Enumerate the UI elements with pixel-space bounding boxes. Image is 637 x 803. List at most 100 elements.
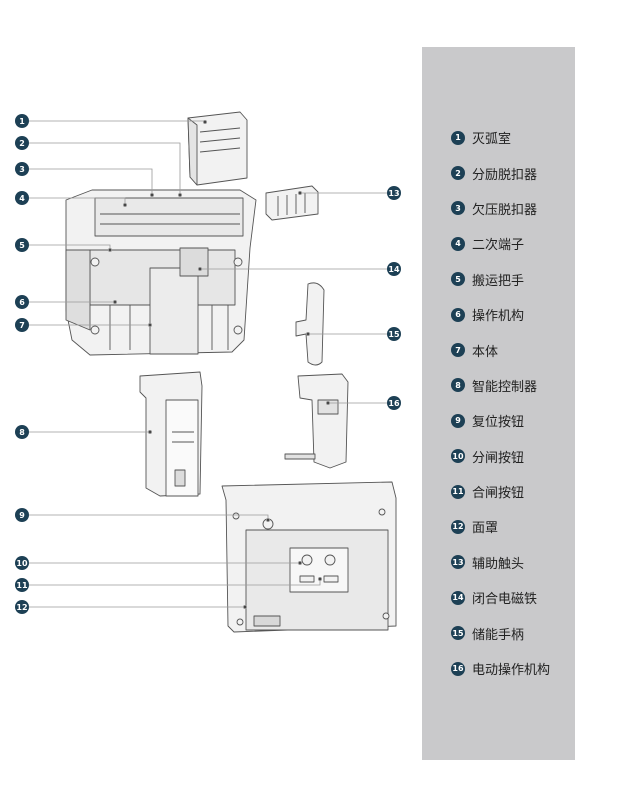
legend-label: 辅助触头 — [472, 556, 525, 572]
legend-number-badge: 8 — [451, 378, 465, 393]
callout-number: 16 — [388, 399, 400, 408]
callout-badge: 1 — [15, 114, 29, 128]
callout-badge-circle — [15, 114, 29, 128]
legend-item: 2 分励脱扣器 — [451, 155, 550, 190]
legend-label: 面罩 — [472, 521, 499, 537]
callout-badge-circle — [15, 508, 29, 522]
legend-item: 13 辅助触头 — [451, 545, 550, 580]
legend-number-badge: 16 — [451, 661, 465, 676]
callout-badge-circle — [15, 318, 29, 332]
legend-number-badge: 13 — [451, 555, 465, 570]
legend-item: 8 智能控制器 — [451, 368, 550, 403]
legend-item: 7 本体 — [451, 332, 550, 367]
callout-number: 5 — [19, 241, 25, 250]
legend-label: 欠压脱扣器 — [472, 202, 538, 218]
legend-label: 本体 — [472, 344, 499, 360]
legend-number-badge: 11 — [451, 484, 465, 499]
callout-badge: 12 — [15, 600, 29, 614]
leader-dot — [202, 120, 207, 125]
callout-badge: 13 — [387, 186, 401, 200]
callout-number: 2 — [19, 139, 25, 148]
callout-number: 9 — [19, 511, 25, 520]
callout-number: 3 — [19, 165, 25, 174]
callout-badge: 15 — [387, 327, 401, 341]
legend-item: 12 面罩 — [451, 509, 550, 544]
legend-item: 3 欠压脱扣器 — [451, 191, 550, 226]
legend-label: 搬运把手 — [472, 273, 525, 289]
callout-badge: 3 — [15, 162, 29, 176]
arc-chute-drawing — [187, 111, 248, 186]
leader-line — [22, 120, 206, 122]
legend-label: 分闸按钮 — [472, 450, 525, 466]
legend-number-badge: 12 — [451, 519, 465, 534]
callout-number: 4 — [19, 194, 25, 203]
leader-dot — [265, 518, 270, 523]
callout-badge: 8 — [15, 425, 29, 439]
callout-badge: 5 — [15, 238, 29, 252]
callout-badge-circle — [15, 295, 29, 309]
legend-number-badge: 15 — [451, 626, 465, 641]
breaker-body-drawing — [65, 189, 257, 356]
leader-line — [22, 142, 181, 195]
callout-number: 6 — [19, 298, 25, 307]
legend-item: 5 搬运把手 — [451, 262, 550, 297]
leader-dot — [297, 190, 302, 195]
legend-label: 闭合电磁铁 — [472, 592, 538, 608]
callout-number: 7 — [19, 321, 25, 330]
callout-badge-circle — [15, 191, 29, 205]
legend-label: 分励脱扣器 — [472, 167, 538, 183]
leader-dot — [123, 202, 128, 207]
leader-dot — [325, 400, 330, 405]
motor-operator-drawing — [284, 373, 349, 469]
callout-badge-circle — [15, 578, 29, 592]
legend-number-badge: 5 — [451, 272, 465, 287]
leader-dot — [147, 322, 152, 327]
leader-dot — [197, 266, 202, 271]
leader-line — [22, 168, 153, 195]
callout-badge-circle — [15, 556, 29, 570]
callout-badge-circle — [387, 186, 401, 200]
callout-number: 12 — [16, 603, 27, 612]
legend-number-badge: 3 — [451, 201, 465, 216]
legend-number-badge: 10 — [451, 449, 465, 464]
callout-badge-circle — [15, 162, 29, 176]
callout-badge: 16 — [387, 396, 401, 410]
charging-handle-drawing — [295, 282, 325, 366]
callout-number: 13 — [388, 189, 399, 198]
legend-number-badge: 6 — [451, 307, 465, 322]
leader-dot — [305, 331, 310, 336]
leader-dot — [297, 561, 302, 566]
legend-number-badge: 9 — [451, 413, 465, 428]
leader-dot — [242, 605, 247, 610]
callout-badge: 6 — [15, 295, 29, 309]
legend-label: 智能控制器 — [472, 379, 538, 395]
callout-badge-circle — [15, 425, 29, 439]
callout-number: 15 — [388, 330, 400, 339]
callout-number: 14 — [388, 265, 400, 274]
callout-badge: 2 — [15, 136, 29, 150]
callout-badge-circle — [387, 262, 401, 276]
leader-dot — [177, 192, 182, 197]
legend-label: 合闸按钮 — [472, 486, 525, 502]
legend-label: 灭弧室 — [472, 132, 512, 148]
callout-badge-circle — [15, 600, 29, 614]
legend-label: 复位按钮 — [472, 415, 525, 431]
callout-badge: 4 — [15, 191, 29, 205]
legend-label: 储能手柄 — [472, 627, 525, 643]
leader-dot — [147, 429, 152, 434]
legend-number-badge: 2 — [451, 166, 465, 181]
callout-badge: 7 — [15, 318, 29, 332]
callout-number: 1 — [19, 117, 25, 126]
legend-number-badge: 7 — [451, 343, 465, 358]
auxiliary-contact-drawing — [265, 185, 319, 221]
legend-item: 10 分闸按钮 — [451, 439, 550, 474]
leader-dot — [149, 192, 154, 197]
